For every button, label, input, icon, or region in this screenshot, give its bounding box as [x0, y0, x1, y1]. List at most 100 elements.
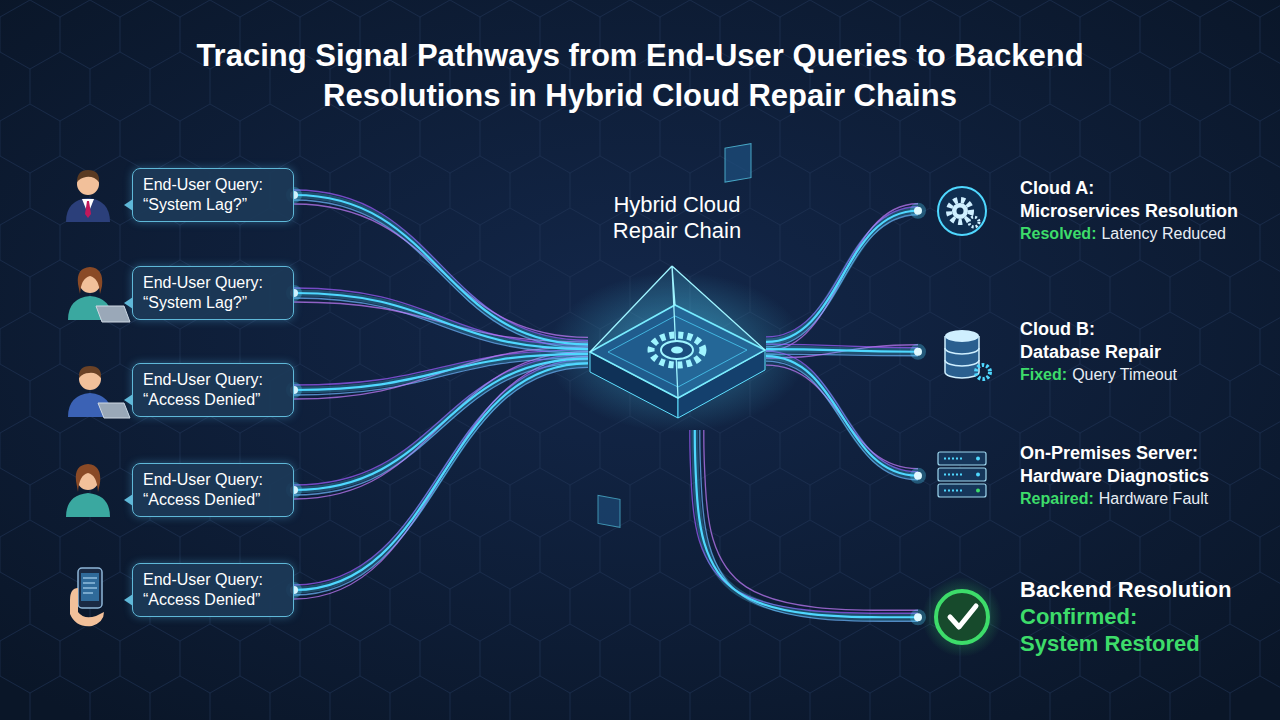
connector-glow — [766, 211, 918, 342]
node-text: Microservices Resolution — [1020, 201, 1238, 221]
resolution-node: Cloud B: Database RepairFixed: Query Timeo… — [918, 318, 1274, 386]
connector-glow — [695, 430, 918, 617]
node-text: Hybrid Cloud Repair Chain — [613, 192, 741, 243]
connector-glow — [294, 195, 918, 617]
node-text: End-User Query: — [143, 471, 263, 488]
user-icon — [68, 366, 130, 418]
node-text: “System Lag?” — [143, 294, 247, 311]
user-icon — [68, 267, 130, 322]
gear-icon — [938, 187, 986, 235]
node-text: “Access Denied” — [143, 391, 260, 408]
text-row: Repaired: Hardware Fault — [1020, 487, 1274, 510]
phone-hand-icon — [70, 568, 104, 626]
signal-strand — [704, 430, 918, 610]
node-text: “Access Denied” — [143, 591, 260, 608]
status-label: Repaired: — [1020, 490, 1094, 507]
text-row: “Access Denied” — [143, 490, 283, 510]
check-icon — [922, 577, 1002, 657]
signal-connector — [766, 349, 918, 352]
signal-dot — [914, 348, 922, 356]
signal-strand — [766, 204, 918, 351]
repair-chain-chip — [590, 144, 765, 528]
user-icon — [66, 464, 110, 517]
node-text: “Access Denied” — [143, 491, 260, 508]
signal-strand — [294, 356, 588, 599]
text-row: “System Lag?” — [143, 293, 283, 313]
text-row: Hardware Diagnostics — [1020, 465, 1274, 488]
text-row: Database Repair — [1020, 341, 1274, 364]
text-row: Microservices Resolution — [1020, 200, 1274, 223]
resolution-node: Cloud A:Microservices ResolutionResolved… — [918, 177, 1274, 245]
signal-dot-glow — [910, 609, 926, 625]
signal-dots — [286, 187, 926, 625]
text-row: End-User Query: — [143, 273, 283, 293]
signal-dot — [914, 207, 922, 215]
node-text: Database Repair — [1020, 342, 1161, 362]
database-icon — [945, 330, 990, 379]
status-label: Resolved: — [1020, 225, 1096, 242]
node-text: On-Premises Server: — [1020, 443, 1198, 463]
signal-dot-glow — [910, 468, 926, 484]
connector-glow — [294, 363, 588, 590]
signal-dot-glow — [910, 344, 926, 360]
text-row: Cloud B: — [1020, 318, 1274, 341]
status-label: Fixed: — [1020, 366, 1067, 383]
signal-dot — [914, 472, 922, 480]
node-text: Hardware Diagnostics — [1020, 466, 1209, 486]
query-bubble: End-User Query: “System Lag?” — [132, 168, 294, 222]
connector-glow — [766, 356, 918, 476]
node-text: Hardware Fault — [1099, 490, 1208, 507]
user-icon — [66, 170, 110, 222]
signal-connector — [294, 363, 588, 590]
node-text: Latency Reduced — [1101, 225, 1226, 242]
text-row: End-User Query: — [143, 175, 283, 195]
query-bubble: End-User Query: “Access Denied” — [132, 563, 294, 617]
text-row: Hybrid Cloud Repair Chain — [588, 192, 766, 245]
text-row: Confirmed: — [1020, 604, 1274, 631]
text-row: End-User Query: — [143, 570, 283, 590]
signal-connector — [766, 356, 918, 476]
text-row: Backend Resolution — [1020, 577, 1274, 604]
node-text: End-User Query: — [143, 571, 263, 588]
signal-connector — [294, 293, 588, 349]
text-row: System Restored — [1020, 631, 1274, 658]
text-row: End-User Query: — [143, 370, 283, 390]
node-text: Query Timeout — [1072, 366, 1177, 383]
text-row: End-User Query: — [143, 470, 283, 490]
query-bubble: End-User Query: “Access Denied” — [132, 363, 294, 417]
node-text: Cloud A: — [1020, 178, 1094, 198]
server-rack-icon — [938, 452, 986, 497]
text-row: “Access Denied” — [143, 390, 283, 410]
text-row: “System Lag?” — [143, 195, 283, 215]
text-row: Fixed: Query Timeout — [1020, 363, 1274, 386]
signal-connector — [766, 211, 918, 342]
signal-connector — [294, 359, 588, 490]
signal-dot-glow — [910, 203, 926, 219]
text-row: On-Premises Server: — [1020, 442, 1274, 465]
resolution-node: On-Premises Server:Hardware DiagnosticsR… — [918, 442, 1274, 510]
signal-strand — [690, 430, 918, 613]
node-text: Backend Resolution — [1020, 577, 1231, 602]
node-text: Cloud B: — [1020, 319, 1095, 339]
status-label: System Restored — [1020, 631, 1200, 656]
status-label: Confirmed: — [1020, 604, 1137, 629]
node-text: End-User Query: — [143, 274, 263, 291]
connector-glow — [766, 349, 918, 352]
repair-chain-hub: Hybrid Cloud Repair Chain — [588, 192, 766, 430]
node-text: End-User Query: — [143, 176, 263, 193]
node-text: “System Lag?” — [143, 196, 247, 213]
signal-dot — [914, 613, 922, 621]
query-bubble: End-User Query: “Access Denied” — [132, 463, 294, 517]
text-row: “Access Denied” — [143, 590, 283, 610]
signal-strands — [294, 190, 918, 621]
node-text: End-User Query: — [143, 371, 263, 388]
text-row: Cloud A: — [1020, 177, 1274, 200]
final-resolution: Backend ResolutionConfirmed:System Resto… — [918, 577, 1274, 657]
connectors — [294, 195, 918, 617]
connector-glow — [294, 293, 588, 349]
query-bubble: End-User Query: “System Lag?” — [132, 266, 294, 320]
text-row: Resolved: Latency Reduced — [1020, 222, 1274, 245]
